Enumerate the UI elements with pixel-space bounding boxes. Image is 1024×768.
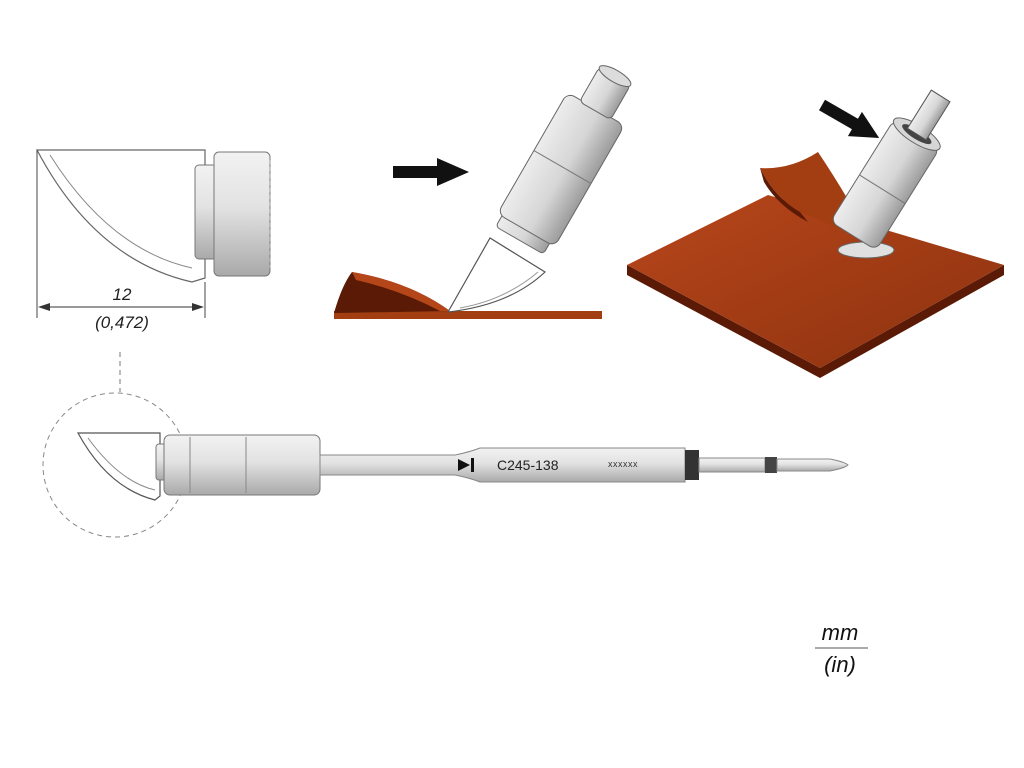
blade	[446, 237, 546, 313]
copper-peeled-layer	[334, 272, 450, 313]
tip-detail-drawing: 12 (0,472)	[36, 149, 271, 392]
cartridge-body	[163, 434, 321, 496]
dimension-value-in: (0,472)	[95, 313, 149, 332]
unit-secondary: (in)	[824, 652, 856, 677]
cartridge-full-view: C245-138 xxxxxx	[42, 392, 849, 538]
blade-outline	[36, 149, 206, 283]
cartridge-rod	[698, 457, 766, 473]
cartridge-pin	[776, 458, 849, 472]
cartridge-shaft	[319, 447, 686, 483]
cartridge-ring	[685, 450, 699, 480]
cartridge-blade	[76, 432, 161, 501]
units-legend: mm (in)	[815, 620, 868, 677]
copper-plate	[627, 195, 1004, 368]
dimension-arrow-right	[192, 303, 204, 311]
copper-base-strip	[334, 311, 602, 319]
dimension-value-mm: 12	[113, 285, 132, 304]
tip-serial-label: xxxxxx	[608, 459, 638, 469]
dimension-arrow-left	[38, 303, 50, 311]
diode-icon	[458, 458, 474, 472]
usage-illustration-side	[334, 65, 632, 319]
arrow-icon	[393, 158, 469, 186]
usage-illustration-3d	[627, 89, 1004, 378]
tip-body	[213, 151, 271, 277]
tip-model-label: C245-138	[497, 457, 559, 473]
unit-primary: mm	[822, 620, 859, 645]
arrow-icon	[819, 99, 880, 138]
